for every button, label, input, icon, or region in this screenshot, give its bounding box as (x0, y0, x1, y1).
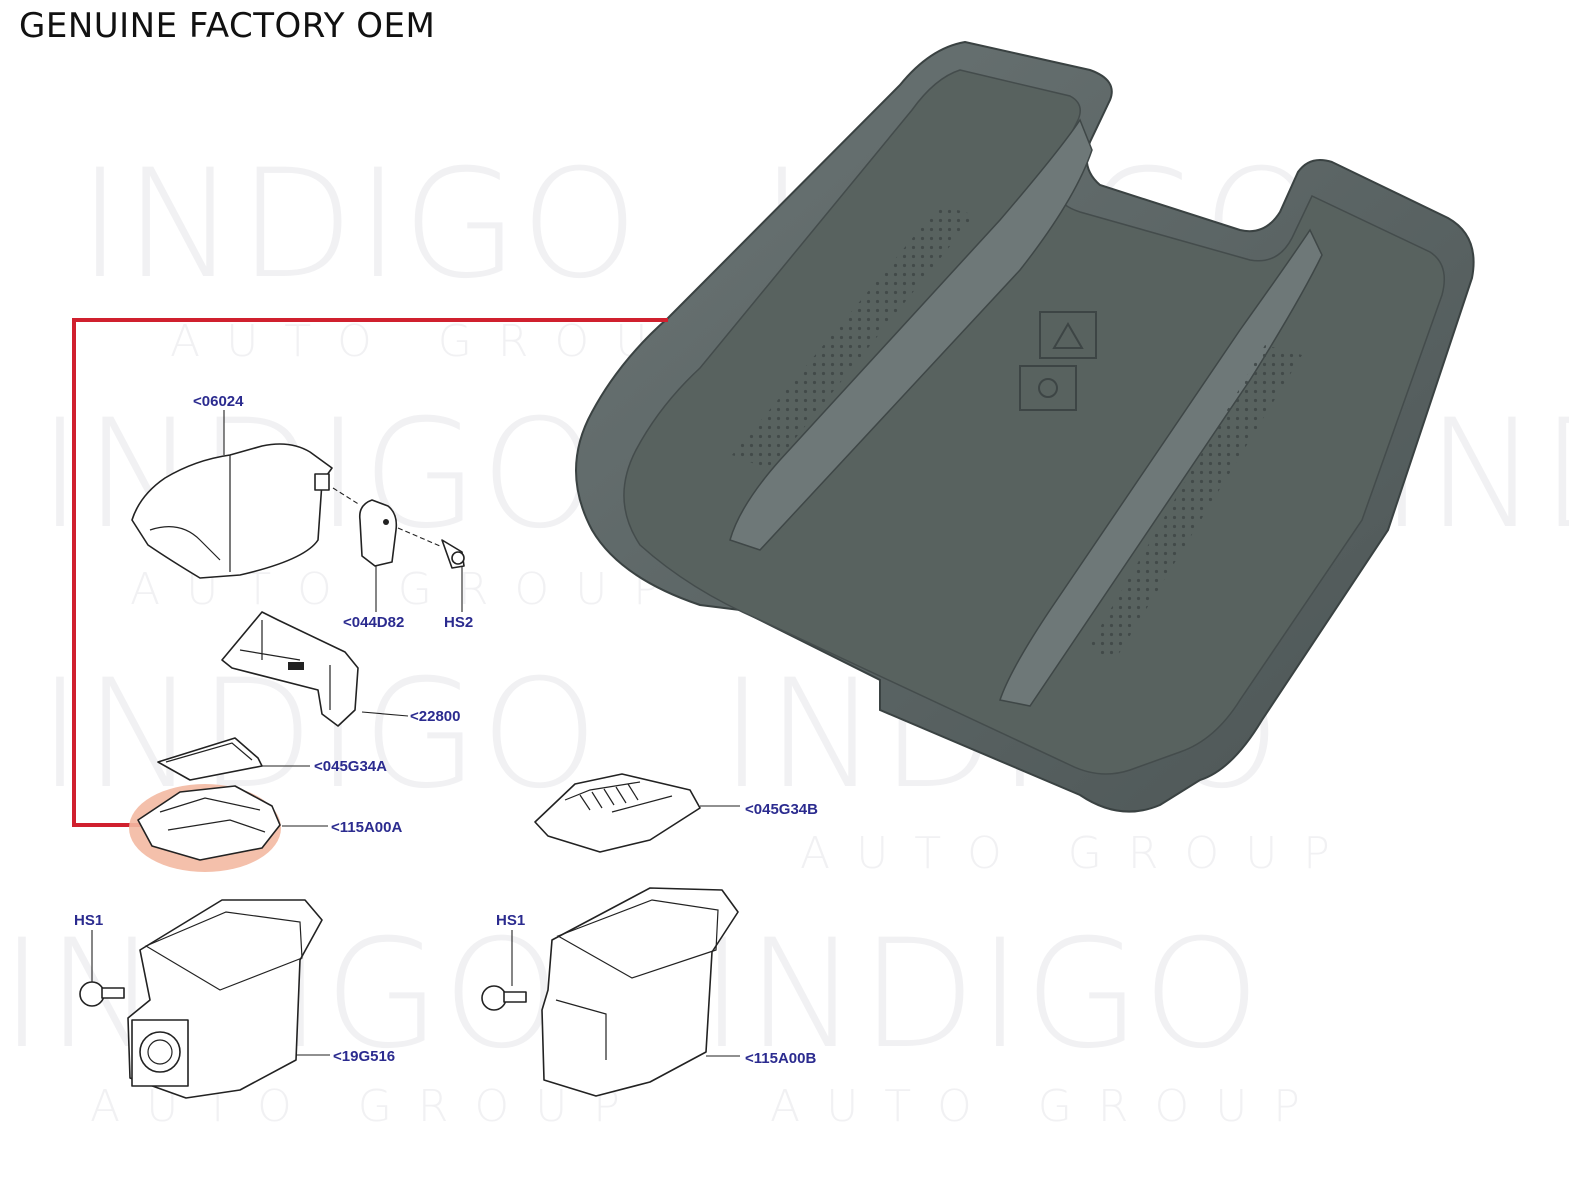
callout-HS1-left: HS1 (74, 912, 103, 929)
highlight-connector (72, 318, 668, 827)
callout-045G34B: <045G34B (745, 801, 818, 818)
tray-photo (575, 40, 1475, 813)
part-115A00B-box (541, 887, 739, 1097)
callout-115A00A: <115A00A (331, 819, 402, 836)
part-06024-lid (131, 443, 333, 579)
screw-HS2 (441, 539, 465, 569)
callout-22800: <22800 (410, 708, 460, 725)
callout-HS1-right: HS1 (496, 912, 525, 929)
screw-HS1-right (481, 985, 527, 1011)
callout-045G34A: <045G34A (314, 758, 387, 775)
screw-HS1-left (79, 981, 125, 1007)
recycle-mark (1019, 311, 1097, 411)
callout-19G516: <19G516 (333, 1048, 395, 1065)
part-115A00A-tray (137, 785, 281, 861)
part-19G516-box (127, 899, 323, 1099)
callout-044D82: <044D82 (343, 614, 404, 631)
callout-115A00B: <115A00B (745, 1050, 816, 1067)
part-045G34B-mat (534, 773, 701, 853)
part-22800-bracket (221, 611, 359, 727)
callout-06024: <06024 (193, 393, 244, 410)
part-045G34A-mat (157, 737, 263, 781)
callout-HS2: HS2 (444, 614, 473, 631)
page-title: GENUINE FACTORY OEM (19, 6, 436, 46)
part-044D82-hinge (358, 499, 398, 567)
